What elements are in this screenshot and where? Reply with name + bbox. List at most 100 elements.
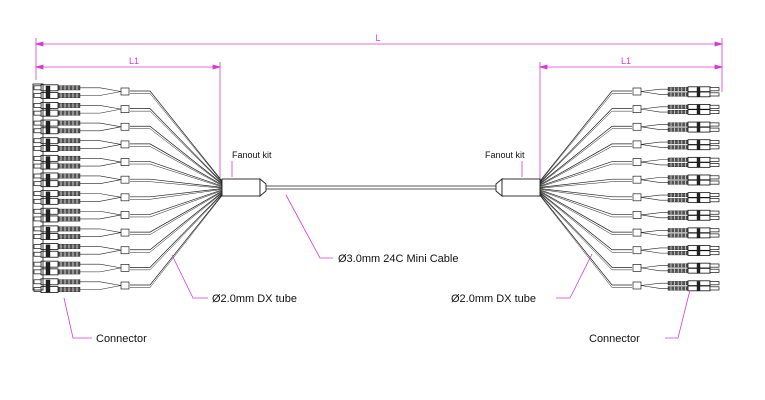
- tube-right: [539, 90, 632, 182]
- tube-right-edge: [539, 181, 632, 189]
- fiber-right: [640, 106, 668, 110]
- fiber-right: [640, 124, 668, 128]
- connector-housing-left: [32, 83, 44, 291]
- tube-sleeve-left: [120, 158, 130, 166]
- tube-sleeve-left: [120, 122, 130, 131]
- connector-ferrule-right: [709, 87, 720, 92]
- connector-clip-right: [696, 157, 701, 168]
- fiber-left: [80, 179, 122, 184]
- tube-left-edge: [130, 195, 223, 288]
- connector-ferrule-left: [33, 208, 42, 214]
- fiber-left: [80, 263, 122, 269]
- connector-clip-right: [696, 228, 701, 238]
- dimension-l-arrow-left: [34, 41, 44, 47]
- fiber-left: [80, 140, 122, 145]
- fiber-left: [80, 285, 122, 290]
- fiber-right: [640, 144, 668, 148]
- tube-right: [539, 190, 632, 233]
- fiber-left: [80, 144, 122, 149]
- fiber-right: [640, 247, 668, 251]
- connectors-left: [32, 83, 81, 293]
- fiber-right: [640, 212, 668, 216]
- connector-ferrule-right: [709, 210, 720, 215]
- connector-ferrule-left: [33, 120, 42, 126]
- leader-cable: [285, 194, 333, 259]
- connector-ferrule-right: [709, 245, 720, 250]
- fiber-right: [640, 141, 668, 145]
- fiber-right: [640, 282, 668, 286]
- connector-ferrule-left: [33, 279, 42, 285]
- connector-ferrule-left: [33, 287, 42, 292]
- tube-sleeve-right: [632, 193, 642, 202]
- tube-sleeve-right: [632, 281, 642, 290]
- fiber-right: [640, 229, 668, 233]
- fanout-kit-right-body: [501, 178, 541, 197]
- connector-ferrule-left: [33, 138, 42, 144]
- connector-ferrule-right: [709, 110, 720, 114]
- fiber-left: [80, 214, 122, 220]
- connector-clip-right: [696, 104, 701, 115]
- connector-ferrule-left: [33, 198, 42, 204]
- connector-ferrule-right: [709, 263, 720, 268]
- tube-sleeve-left: [120, 175, 130, 184]
- connector-ferrule-left: [33, 269, 42, 275]
- fiber-right: [640, 126, 668, 130]
- connector-ferrule-left: [33, 110, 42, 116]
- tube-sleeve-right: [632, 246, 642, 255]
- fiber-right: [640, 265, 668, 269]
- connector-ferrule-right: [709, 175, 720, 180]
- connector-clip-right: [696, 193, 701, 203]
- tube-sleeve-left: [120, 228, 130, 237]
- label-tube-right: Ø2.0mm DX tube: [451, 293, 536, 305]
- connector-ferrule-right: [709, 228, 720, 233]
- fiber-left: [80, 249, 122, 255]
- tube-right: [539, 189, 632, 215]
- fiber-right: [640, 267, 668, 272]
- fanout-tubes-right: [539, 87, 668, 290]
- connector-ferrule-right: [709, 92, 720, 97]
- connector-ferrule-left: [33, 181, 42, 187]
- connector-ferrule-right: [709, 180, 720, 185]
- connector-clip-left: [45, 191, 51, 205]
- connector-clip-left: [45, 226, 51, 240]
- fanout-kit-left-body: [221, 178, 261, 197]
- connector-ferrule-right: [709, 140, 720, 145]
- connector-clip-right: [696, 175, 701, 185]
- tube-left-edge: [130, 191, 223, 235]
- tube-sleeve-left: [120, 140, 130, 149]
- tube-sleeve-right: [632, 228, 642, 237]
- mini-cable: [265, 185, 497, 190]
- tube-sleeve-right: [632, 211, 642, 219]
- connector-clip-left: [45, 138, 51, 152]
- connector-clip-right: [696, 245, 701, 256]
- tube-sleeve-left: [120, 87, 130, 96]
- tube-sleeve-left: [120, 211, 130, 219]
- dimension-l1-right-arrow-b: [714, 64, 724, 70]
- connector-ferrule-right: [709, 193, 720, 197]
- tube-sleeve-right: [632, 264, 642, 272]
- connector-ferrule-left: [33, 251, 42, 257]
- fiber-right: [640, 108, 668, 113]
- connector-ferrule-right: [709, 268, 720, 273]
- tube-left: [130, 190, 223, 233]
- dimension-labels: L L1 L1: [129, 33, 631, 66]
- tube-left: [130, 189, 223, 215]
- fiber-right: [640, 194, 668, 198]
- fiber-left: [80, 193, 122, 198]
- connector-clip-left: [45, 244, 51, 257]
- dimension-l1-left-label: L1: [129, 56, 139, 66]
- connector-ferrule-right: [709, 286, 720, 291]
- tube-right: [539, 161, 632, 187]
- tube-right-edge: [539, 110, 632, 184]
- connector-ferrule-left: [33, 103, 42, 108]
- fiber-left: [80, 108, 122, 114]
- connector-ferrule-left: [33, 234, 42, 239]
- connector-ferrule-left: [33, 261, 42, 267]
- leader-tube-left: [171, 254, 208, 299]
- label-fanout-left: Fanout kit: [232, 150, 272, 160]
- label-tube-left: Ø2.0mm DX tube: [212, 293, 297, 305]
- tube-right-edge: [539, 163, 632, 188]
- connector-ferrule-right: [709, 157, 720, 162]
- labels: Fanout kit Fanout kit Ø3.0mm 24C Mini Ca…: [96, 150, 640, 345]
